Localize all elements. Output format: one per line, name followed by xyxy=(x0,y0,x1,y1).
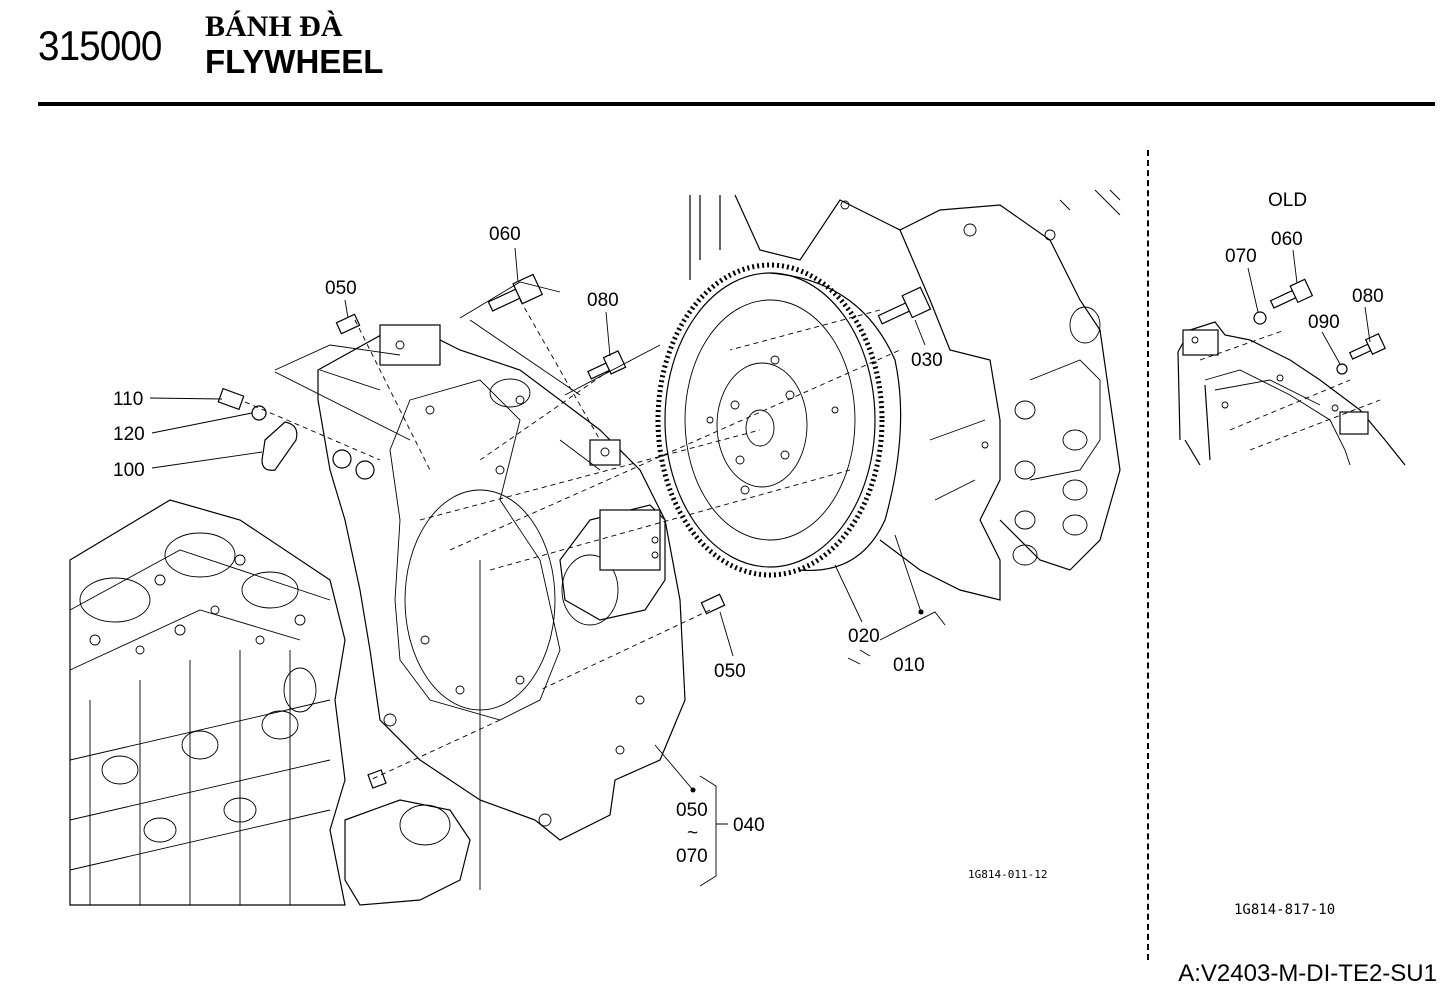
main-drawing-code: 1G814-011-12 xyxy=(968,868,1047,881)
old-section-divider xyxy=(1147,150,1149,960)
model-code: A:V2403-M-DI-TE2-SU1 xyxy=(1178,960,1437,987)
section-title-vn: BÁNH ĐÀ xyxy=(205,10,343,43)
label-080: 080 xyxy=(587,290,619,311)
label-100: 100 xyxy=(113,460,145,481)
engine-block-drawing xyxy=(69,499,471,906)
label-110: 110 xyxy=(113,389,143,410)
engine-rear-drawing xyxy=(689,189,1121,601)
flywheel-drawing xyxy=(655,262,902,578)
label-120: 120 xyxy=(113,424,145,445)
old-label-070: 070 xyxy=(1225,246,1257,267)
section-title-en: FLYWHEEL xyxy=(205,43,384,80)
label-040: 040 xyxy=(733,815,765,836)
label-060: 060 xyxy=(489,224,521,245)
label-050-mid: 050 xyxy=(714,661,746,682)
old-title: OLD xyxy=(1268,190,1307,211)
old-label-060: 060 xyxy=(1271,229,1303,250)
leader-lines xyxy=(149,247,946,887)
old-drawing-code: 1G814-817-10 xyxy=(1234,902,1335,918)
label-020: 020 xyxy=(848,626,880,647)
old-label-080: 080 xyxy=(1352,286,1384,307)
main-labels: 060 050 080 110 120 100 030 020 010 050 … xyxy=(113,224,1047,881)
section-code: 315000 xyxy=(38,22,162,69)
label-tilde: ~ xyxy=(687,823,698,844)
label-010: 010 xyxy=(893,655,925,676)
label-070: 070 xyxy=(676,846,708,867)
label-030: 030 xyxy=(911,350,943,371)
old-detail-drawing xyxy=(1177,249,1406,466)
old-labels: OLD 070 060 080 090 1G814-817-10 xyxy=(1225,190,1384,918)
label-050-bottom: 050 xyxy=(676,800,708,821)
assembly-dash-lines xyxy=(244,281,986,890)
label-050-top: 050 xyxy=(325,278,357,299)
old-label-090: 090 xyxy=(1308,312,1340,333)
header-rule xyxy=(38,102,1435,106)
flywheel-housing-drawing xyxy=(317,324,686,841)
